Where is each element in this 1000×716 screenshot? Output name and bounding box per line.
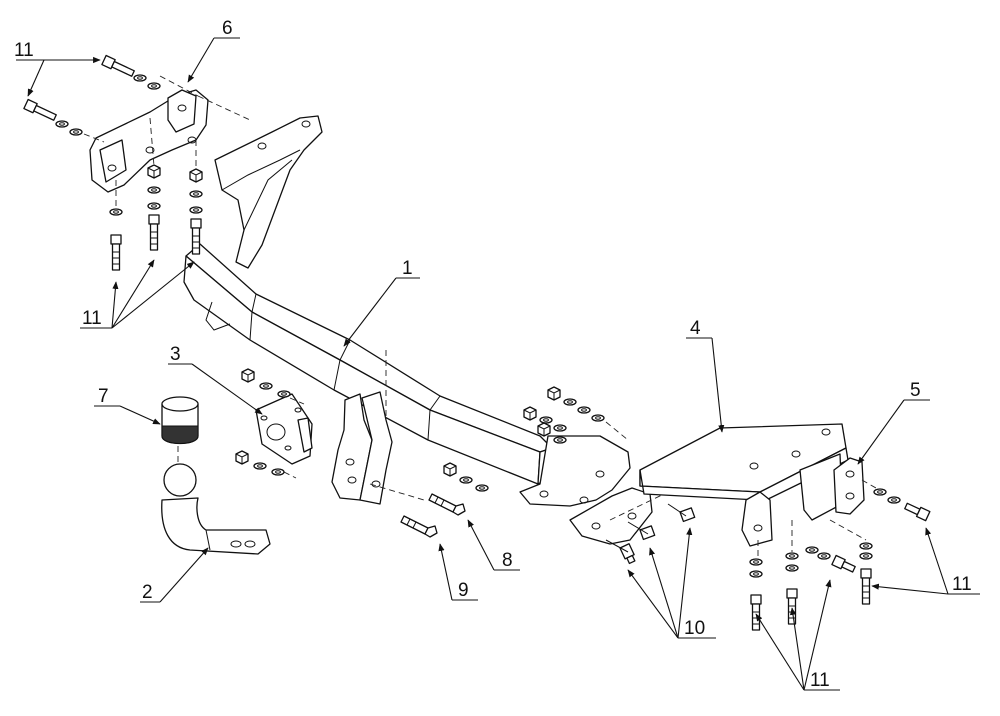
center-plates (331, 391, 393, 505)
callout-5: 5 (910, 380, 921, 401)
callout-3: 3 (170, 344, 181, 365)
callout-9: 9 (458, 580, 469, 601)
main-crossbar (183, 243, 553, 485)
tow-ball-cap-7 (161, 396, 199, 462)
right-end-plates (519, 435, 653, 545)
callout-11-bottom: 11 (810, 670, 830, 691)
callout-11-right: 11 (952, 574, 972, 595)
left-mounting-arm (214, 115, 323, 269)
fasteners (23, 54, 931, 631)
callout-4: 4 (690, 318, 701, 339)
leader-lines (16, 37, 980, 691)
callout-7: 7 (98, 386, 109, 407)
callout-2: 2 (142, 582, 153, 603)
callout-6: 6 (222, 18, 233, 39)
callout-10: 10 (684, 618, 705, 639)
socket-plate-3 (255, 393, 313, 465)
bracket-6 (89, 89, 209, 193)
bracket-5 (833, 457, 865, 515)
callout-labels: 11 6 11 1 3 7 2 8 9 10 4 5 11 11 (14, 18, 972, 691)
callout-1: 1 (402, 258, 413, 279)
tow-ball-2 (161, 463, 271, 555)
alignment-lines (83, 75, 877, 556)
callout-11-left: 11 (82, 308, 102, 329)
callout-8: 8 (502, 550, 513, 571)
callout-11-top-left: 11 (14, 40, 34, 61)
bracket-4 (639, 423, 849, 547)
